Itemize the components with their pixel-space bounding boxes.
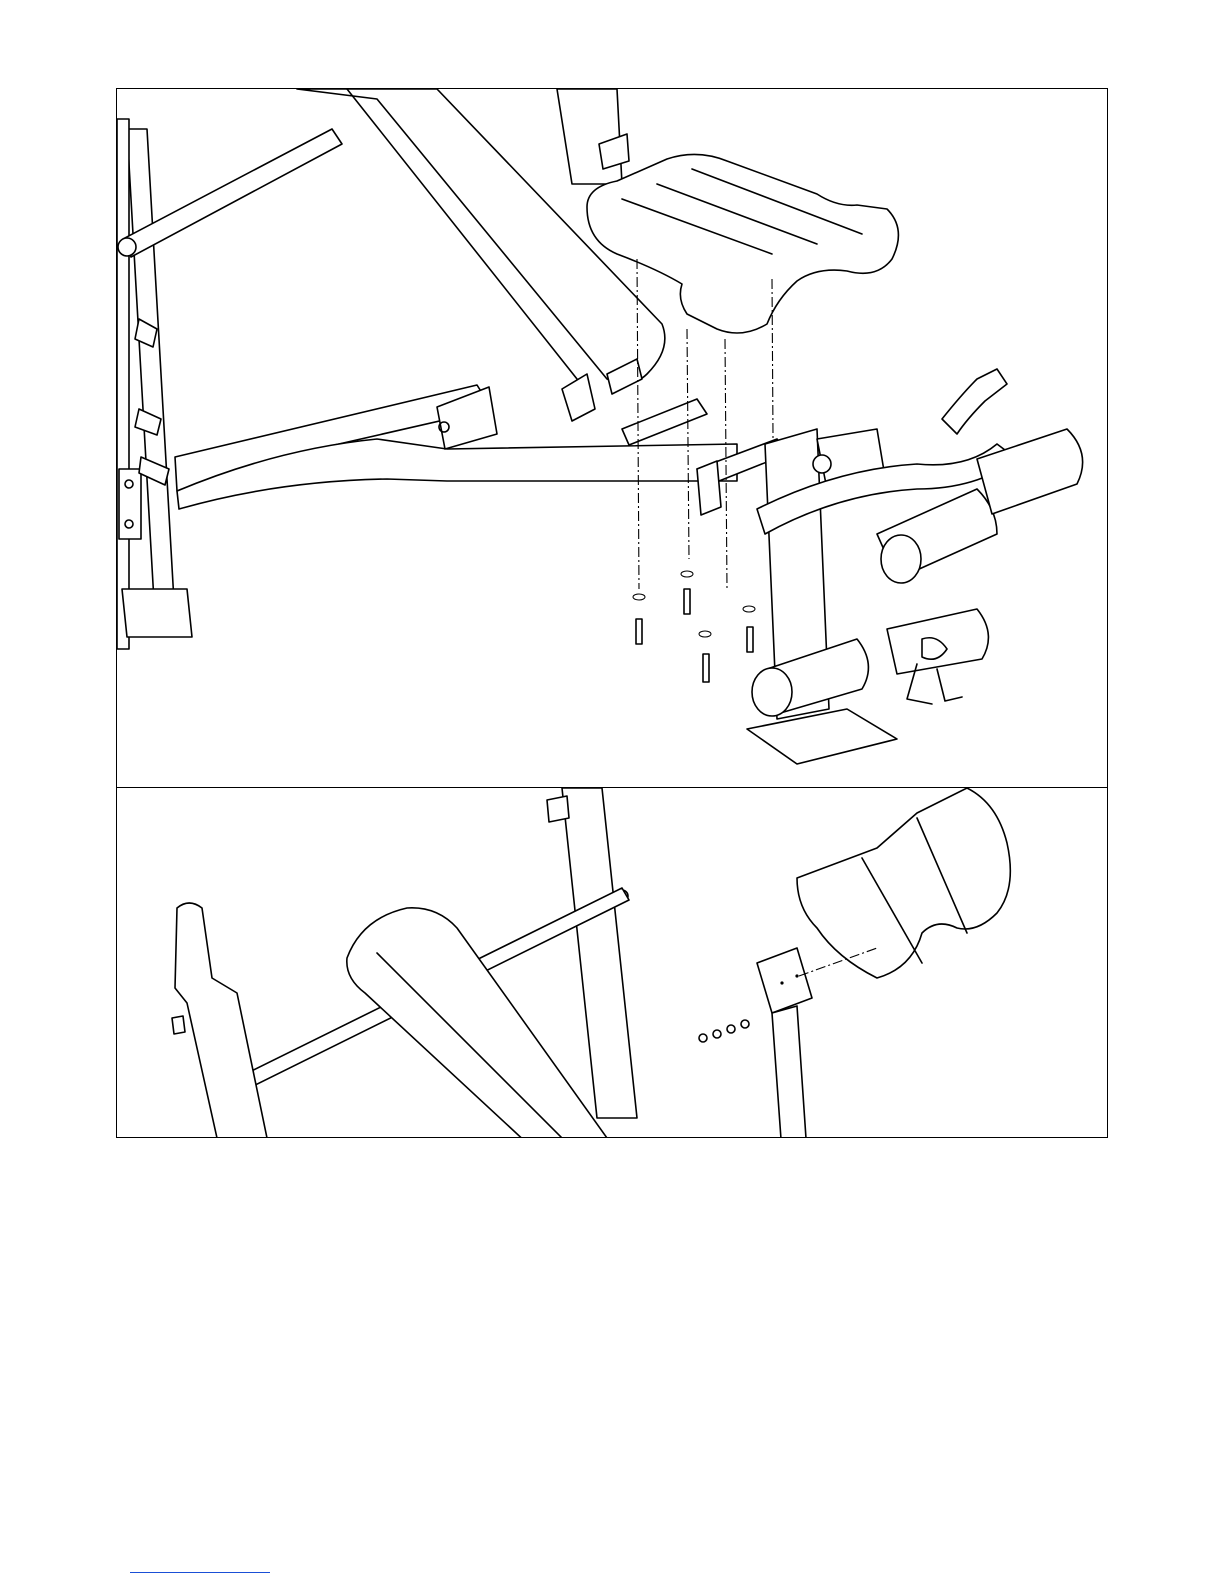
assembly-step-top-panel xyxy=(116,88,1108,788)
footer-link-underline[interactable] xyxy=(130,1572,270,1573)
spring-clip xyxy=(907,664,962,704)
left-upright xyxy=(117,119,192,649)
leg-developer-assembly-drawing xyxy=(117,89,1108,788)
barbell-rack-bar xyxy=(118,129,342,257)
bench-base-frame xyxy=(175,385,737,509)
assembly-step-bottom-panel xyxy=(116,787,1108,1138)
preacher-curl-top-pad xyxy=(797,788,1010,978)
bolts-and-washers xyxy=(633,571,755,682)
rear-upright xyxy=(557,89,629,184)
rear-upright-bottom xyxy=(547,788,637,1118)
bolts-and-washers-bottom xyxy=(699,1020,749,1042)
preacher-curl-post xyxy=(772,1006,807,1138)
left-upright-bottom xyxy=(172,903,267,1138)
preacher-curl-assembly-drawing xyxy=(117,788,1108,1138)
